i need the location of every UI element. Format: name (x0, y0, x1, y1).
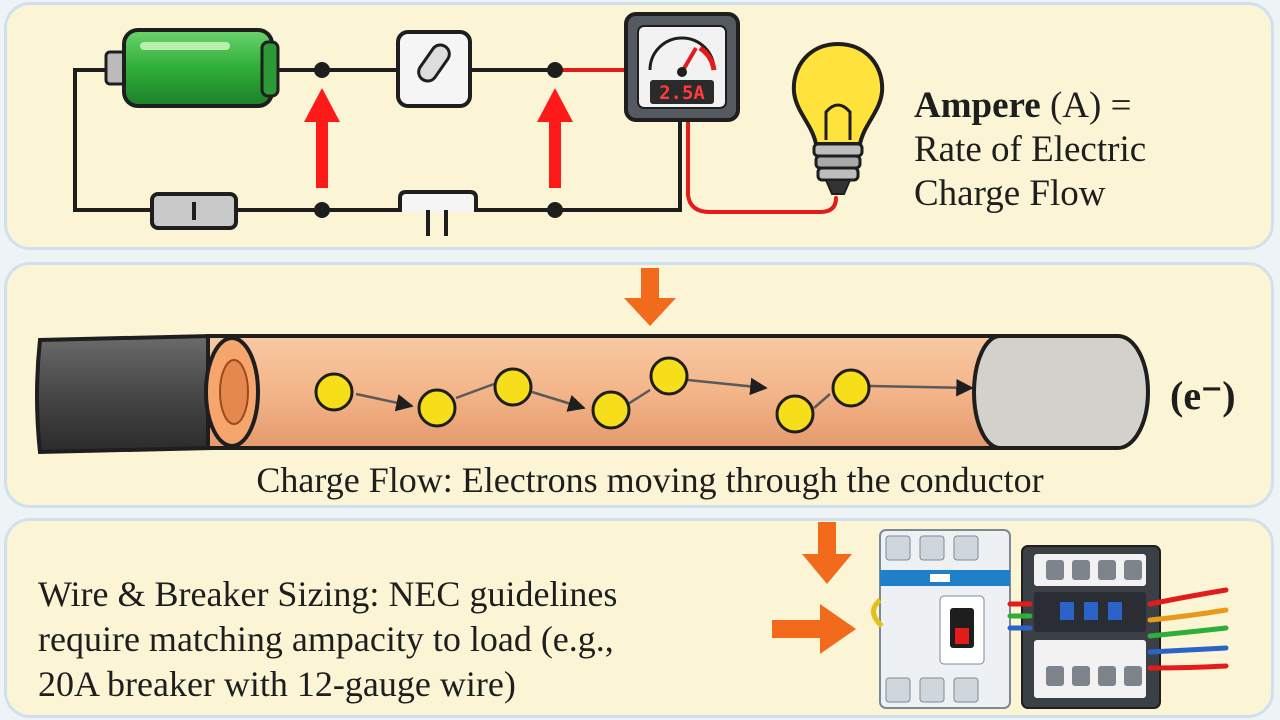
junction-node (547, 202, 563, 218)
junction-node (547, 62, 563, 78)
switch-icon (396, 30, 472, 108)
electron (649, 356, 689, 396)
resistor-icon (150, 192, 238, 230)
electron (493, 367, 533, 407)
contactor-icon (1021, 545, 1161, 709)
ampere-definition: Ampere (A) = Rate of Electric Charge Flo… (914, 84, 1146, 216)
electron (417, 388, 457, 428)
ammeter-icon: 2.5A (624, 12, 740, 122)
sizing-line: Wire & Breaker Sizing: NEC guidelines (38, 574, 618, 614)
light-bulb-icon (791, 41, 885, 195)
sizing-description: Wire & Breaker Sizing: NEC guidelines re… (38, 572, 838, 707)
electrons (314, 356, 871, 434)
push-button-icon (398, 190, 478, 236)
ampere-term: Ampere (914, 85, 1041, 126)
ampere-definition-line: Rate of Electric (914, 129, 1147, 170)
electron (591, 390, 631, 430)
flow-arrow (772, 604, 856, 654)
conductor-cable (35, 333, 1150, 455)
sizing-line: require matching ampacity to load (e.g., (38, 619, 614, 659)
current-arrow (537, 88, 573, 188)
electron-paths (355, 377, 974, 412)
electron-symbol: (e⁻) (1170, 373, 1236, 418)
sizing-line: 20A breaker with 12-gauge wire) (38, 664, 516, 704)
flow-arrow (802, 522, 852, 584)
circuit-breaker-icon (871, 529, 1011, 709)
electron (775, 394, 815, 434)
junction-node (314, 62, 330, 78)
current-arrow (304, 88, 340, 188)
charge-flow-caption: Charge Flow: Electrons moving through th… (256, 460, 1044, 500)
ammeter-reading: 2.5A (659, 82, 705, 104)
flow-arrow (624, 268, 676, 326)
wires (1007, 587, 1229, 671)
electron (314, 372, 354, 412)
electron (831, 368, 871, 408)
battery-icon (104, 28, 280, 108)
ampere-definition-line: Charge Flow (914, 173, 1106, 214)
ampere-unit: (A) = (1040, 85, 1132, 126)
junction-node (314, 202, 330, 218)
